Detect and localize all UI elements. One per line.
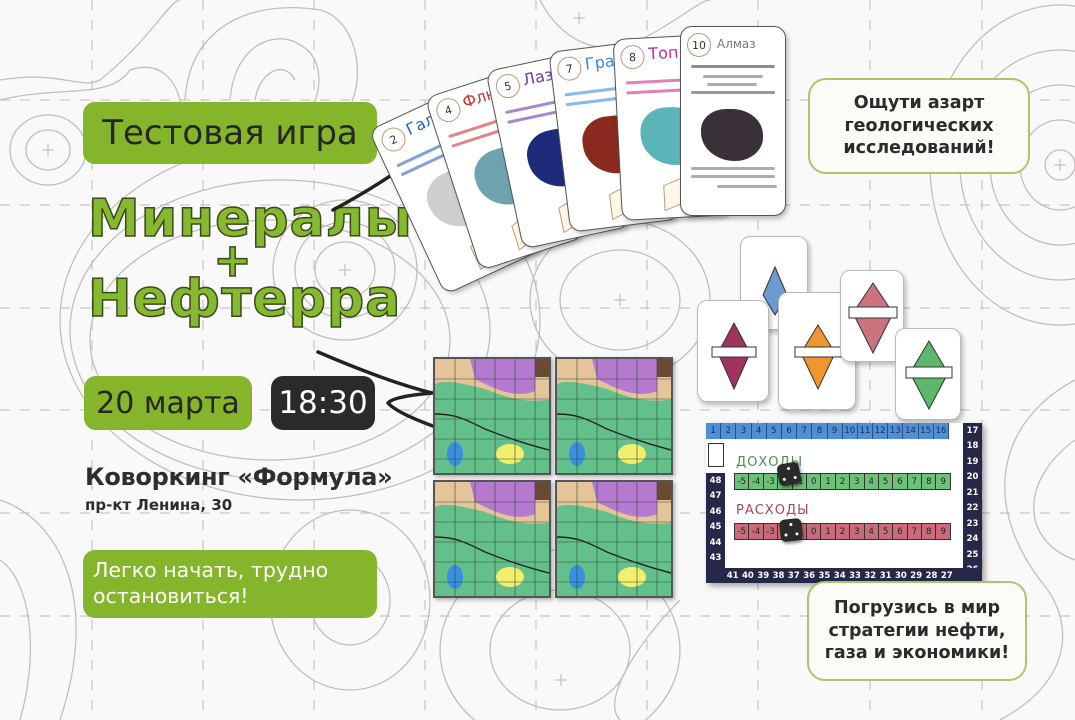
title-plus: +: [212, 232, 253, 287]
slogan-badge: Легко начать, трудно остановиться!: [83, 550, 377, 618]
card-number: 7: [556, 55, 583, 82]
map-tile: [555, 357, 673, 475]
card-number: 4: [433, 94, 464, 126]
time-badge: 18:30: [271, 376, 375, 430]
card-number: 8: [619, 44, 646, 70]
nefterra-card: [697, 300, 769, 402]
map-tile: [433, 357, 551, 475]
die-icon: [776, 461, 802, 487]
map-tile: [433, 480, 551, 598]
card-number: 10: [687, 33, 711, 57]
venue-name: Коворкинг «Формула»: [85, 463, 393, 491]
mineral-card: 10 Алмаз: [680, 26, 786, 216]
card-number: 2: [377, 123, 410, 156]
venue-address: пр-кт Ленина, 30: [85, 496, 233, 514]
slogan-text: Легко начать, трудно остановиться!: [93, 558, 329, 608]
test-game-label: Тестовая игра: [102, 113, 358, 153]
minerals-callout: Ощути азарт геологических исследований!: [808, 78, 1030, 174]
time-label: 18:30: [278, 385, 368, 421]
minerals-callout-text: Ощути азарт геологических исследований!: [843, 92, 995, 159]
die-icon: [778, 517, 804, 543]
card-name: Топ: [647, 42, 679, 64]
nefterra-callout: Погрузись в мир стратегии нефти, газа и …: [807, 581, 1027, 681]
map-tile: [555, 480, 673, 598]
graph-icon: [708, 443, 724, 467]
nefterra-card: [895, 328, 961, 420]
title-nefterra: Нефтерра: [87, 269, 402, 330]
game-title: Минералы + Нефтерра: [87, 192, 412, 330]
card-name: Алмаз: [717, 37, 756, 51]
date-badge: 20 марта: [84, 376, 252, 430]
nefterra-card: [840, 270, 904, 362]
date-label: 20 марта: [96, 385, 240, 421]
nefterra-callout-text: Погрузись в мир стратегии нефти, газа и …: [824, 597, 1010, 664]
card-name: Гра: [583, 51, 616, 74]
mineral-image: [701, 109, 763, 161]
card-number: 5: [493, 71, 523, 101]
expense-label: РАСХОДЫ: [736, 503, 810, 518]
test-game-badge: Тестовая игра: [83, 102, 377, 164]
